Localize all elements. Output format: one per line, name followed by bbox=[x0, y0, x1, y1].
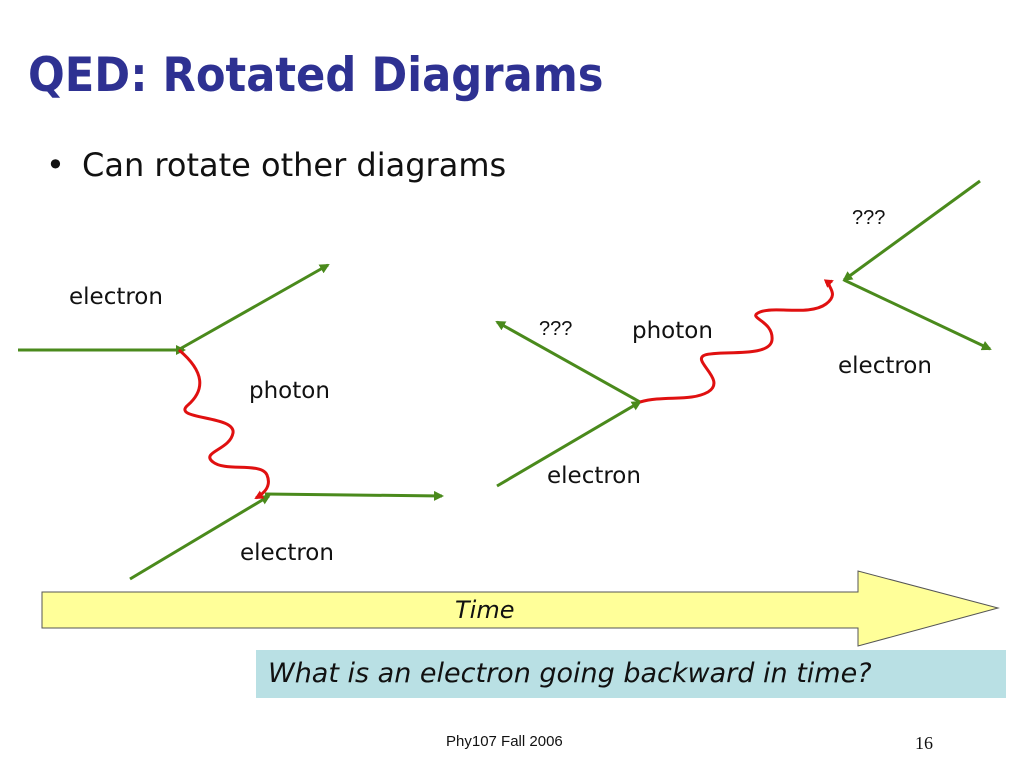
time-label: Time bbox=[455, 596, 515, 624]
left-photon-wave bbox=[178, 348, 270, 500]
left-electron-bottom-outgoing-line bbox=[264, 490, 444, 501]
left-label-electron-top: electron bbox=[69, 284, 163, 310]
time-arrow bbox=[41, 570, 1000, 647]
left-electron-bottom-incoming-line bbox=[129, 494, 271, 581]
slide-title: QED: Rotated Diagrams bbox=[28, 48, 604, 103]
right-electron-incoming-line bbox=[496, 400, 642, 488]
right-label-question-top: ??? bbox=[852, 207, 886, 229]
left-label-photon: photon bbox=[249, 378, 330, 404]
right-label-electron-right: electron bbox=[838, 353, 932, 379]
right-question-outgoing-line bbox=[495, 320, 641, 404]
question-text: What is an electron going backward in ti… bbox=[268, 658, 872, 689]
right-label-electron-bottom: electron bbox=[547, 463, 641, 489]
footer-course: Phy107 Fall 2006 bbox=[446, 733, 563, 750]
question-box: What is an electron going backward in ti… bbox=[256, 650, 1006, 698]
right-electron-outgoing-line bbox=[843, 278, 992, 351]
left-electron-outgoing-line bbox=[177, 263, 330, 352]
right-label-question-left: ??? bbox=[539, 318, 573, 340]
bullet-item: • Can rotate other diagrams bbox=[46, 146, 506, 184]
right-photon-wave bbox=[639, 279, 834, 404]
left-label-electron-bottom: electron bbox=[240, 540, 334, 566]
right-question-incoming-line bbox=[842, 179, 981, 282]
page-number: 16 bbox=[915, 733, 933, 753]
bullet-text: Can rotate other diagrams bbox=[82, 146, 507, 184]
bullet-dot: • bbox=[46, 146, 65, 184]
right-label-photon: photon bbox=[632, 318, 713, 344]
